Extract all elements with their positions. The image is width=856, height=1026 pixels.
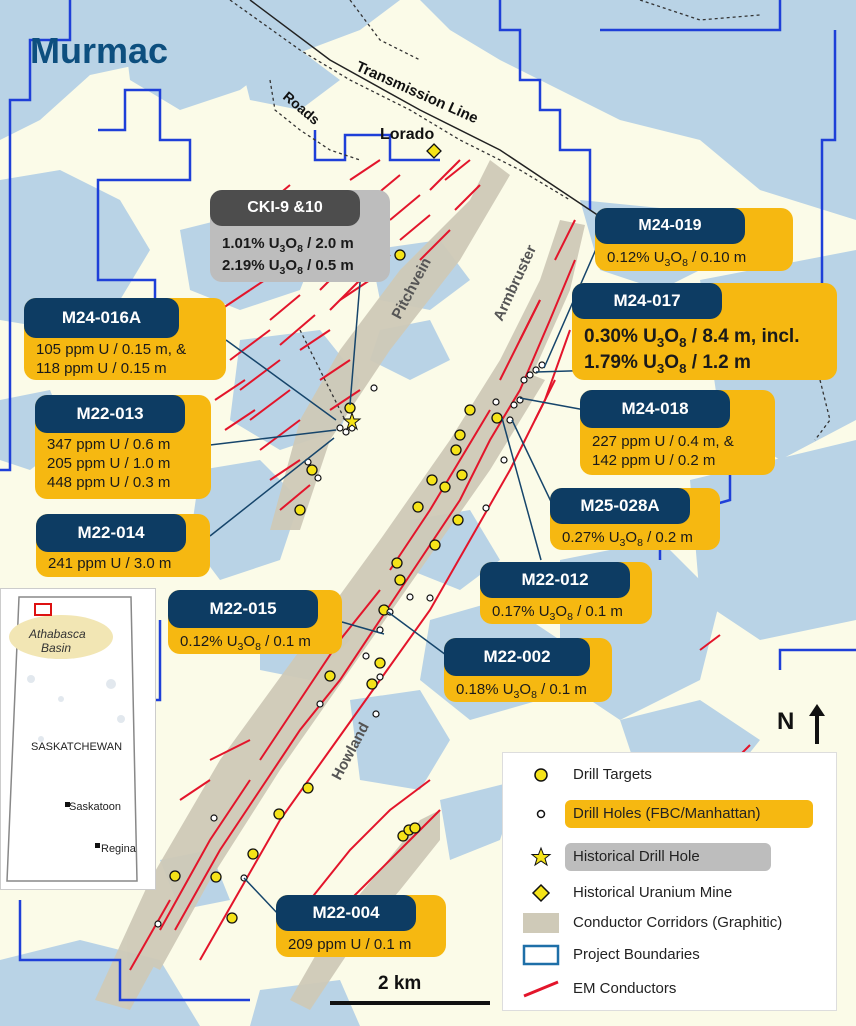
basin-label: Athabasca [29,627,86,641]
legend-item: Project Boundaries [503,941,833,969]
lorado-label: Lorado [380,126,434,143]
callout-line: 227 ppm U / 0.4 m, & [592,433,734,450]
boundary-swatch-icon [522,944,560,966]
callout-line: 347 ppm U / 0.6 m [47,436,171,453]
callout-header: M24-016A [24,298,179,338]
historical-drill-hole-marker [342,411,362,431]
north-label: N [777,708,795,735]
callout-line: 1.01% U3O8 / 2.0 m [222,235,354,255]
transmission-line-label: Transmission Line [353,58,480,127]
callout-m22-013: M22-013 347 ppm U / 0.6 m 205 ppm U / 1.… [35,395,211,499]
star-icon [530,846,552,867]
callout-line: 142 ppm U / 0.2 m [592,452,716,470]
transmission-line [249,0,621,231]
drill-hole-icon [536,809,546,819]
callout-line: 0.12% U3O8 / 0.10 m [607,249,747,269]
callout-line: 0.17% U3O8 / 0.1 m [492,603,623,623]
legend-label: Conductor Corridors (Graphitic) [573,914,783,931]
legend-item: Drill Targets [503,761,833,789]
callout-line: 0.12% U3O8 / 0.1 m [180,633,311,653]
callout-m22-002: M22-002 0.18% U3O8 / 0.1 m [444,638,612,702]
legend-highlight [565,800,813,828]
callout-line: 205 ppm U / 1.0 m [47,455,171,473]
callout-line: 0.27% U3O8 / 0.2 m [562,529,693,549]
callout-header: M22-015 [168,590,318,628]
basin-label: Basin [41,641,72,655]
legend-item: Historical Uranium Mine [503,879,833,907]
legend-highlight [565,843,771,871]
callout-header: M24-019 [595,208,745,244]
drill-target-icon [534,768,548,782]
callout-m22-004: M22-004 209 ppm U / 0.1 m [276,895,446,957]
legend-item: EM Conductors [503,975,833,1003]
callout-line: 118 ppm U / 0.15 m [36,360,167,378]
callout-line: 0.18% U3O8 / 0.1 m [456,681,587,701]
scale-bar-label: 2 km [378,973,422,994]
callout-m25-028a: M25-028A 0.27% U3O8 / 0.2 m [550,488,720,550]
location-marker-icon [34,603,52,616]
callout-m22-015: M22-015 0.12% U3O8 / 0.1 m [168,590,342,654]
legend: Drill Targets Drill Holes (FBC/Manhattan… [502,752,837,1011]
province-label: SASKATCHEWAN [31,741,123,753]
corridor-swatch-icon [523,913,559,933]
inset-map: Athabasca Basin SASKATCHEWAN Saskatoon R… [0,588,156,890]
legend-label: Drill Holes (FBC/Manhattan) [573,805,761,822]
em-conductor-swatch-icon [523,980,559,998]
callout-header: M25-028A [550,488,690,524]
legend-label: Historical Uranium Mine [573,884,733,901]
legend-item: Drill Holes (FBC/Manhattan) [503,800,833,828]
drill-holes [154,361,546,928]
callout-line: 241 ppm U / 3.0 m [48,555,172,572]
callout-header: M22-002 [444,638,590,676]
legend-item: Historical Drill Hole [503,843,833,871]
callout-m24-019: M24-019 0.12% U3O8 / 0.10 m [595,208,793,271]
callout-line: 209 ppm U / 0.1 m [288,936,412,953]
callout-header: M24-018 [580,390,730,428]
callout-line: 105 ppm U / 0.15 m, & [36,341,187,358]
callout-cki-9-10: CKI-9 &10 1.01% U3O8 / 2.0 m 2.19% U3O8 … [210,190,390,282]
saskatchewan-outline [6,596,138,882]
roads [229,0,831,441]
callout-header: M22-014 [36,514,186,552]
callout-header: M22-004 [276,895,416,931]
callout-header: CKI-9 &10 [210,190,360,226]
map-title: Murmac [30,30,169,71]
callout-line: 2.19% U3O8 / 0.5 m [222,257,354,278]
callout-line: 0.30% U3O8 / 8.4 m, incl. [584,326,800,350]
callout-header: M24-017 [572,283,722,319]
callout-header: M22-012 [480,562,630,598]
legend-item: Conductor Corridors (Graphitic) [503,909,833,937]
project-boundary [0,0,856,1002]
callout-line: 448 ppm U / 0.3 m [47,474,171,492]
callout-m22-012: M22-012 0.17% U3O8 / 0.1 m [480,562,652,624]
north-arrow-icon [809,704,825,744]
legend-label: Historical Drill Hole [573,848,700,865]
legend-label: Drill Targets [573,766,652,783]
callout-m24-016a: M24-016A 105 ppm U / 0.15 m, & 118 ppm U… [24,298,226,380]
callout-line: 1.79% U3O8 / 1.2 m [584,351,751,376]
callout-m22-014: M22-014 241 ppm U / 3.0 m [36,514,210,577]
scale-bar-line [330,1001,490,1005]
callout-m24-017: M24-017 0.30% U3O8 / 8.4 m, incl. 1.79% … [572,283,837,380]
legend-label: EM Conductors [573,980,677,997]
callout-m24-018: M24-018 227 ppm U / 0.4 m, & 142 ppm U /… [580,390,775,475]
city-label: Saskatoon [69,801,121,813]
callout-header: M22-013 [35,395,185,433]
city-label: Regina [101,843,136,855]
legend-label: Project Boundaries [573,946,700,963]
drill-targets [169,249,503,924]
historical-mine-marker [426,143,442,159]
diamond-icon [531,883,551,903]
